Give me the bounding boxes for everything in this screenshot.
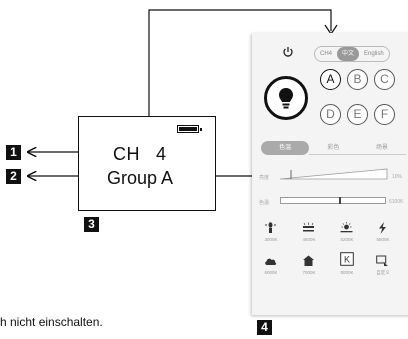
preset-label-1: 3000K [264, 237, 278, 242]
group-button-b[interactable]: B [347, 69, 368, 90]
preset-label-3: 5200K [340, 237, 354, 242]
group-button-e[interactable]: E [347, 104, 368, 125]
custom-icon[interactable] [376, 254, 389, 266]
callout-badge-1: 1 [6, 145, 21, 160]
flash-icon[interactable] [376, 221, 389, 234]
lcd-channel-value: 4 [156, 144, 167, 164]
bulb-icon [279, 88, 293, 109]
tab-color[interactable]: 彩色 [309, 141, 358, 155]
loop-arrow-line [148, 9, 332, 134]
lang-option-english[interactable]: English [364, 51, 384, 57]
cloud-icon[interactable] [264, 254, 277, 266]
tab-color-temp[interactable]: 色温 [261, 141, 310, 155]
group-button-d[interactable]: D [320, 104, 341, 125]
light-toggle-button[interactable] [264, 76, 308, 120]
shade-icon[interactable] [302, 254, 315, 266]
color-temp-slider[interactable] [280, 197, 386, 204]
footer-note: h nicht einschalten. [0, 315, 103, 329]
group-button-a[interactable]: A [320, 69, 341, 90]
lang-option-chinese[interactable]: 中文 [337, 47, 360, 61]
color-temp-value: 6100K [389, 199, 404, 205]
fluorescent-icon[interactable] [302, 221, 315, 233]
lcd-channel-label: CH [113, 144, 140, 164]
sunrise-icon[interactable] [340, 221, 353, 233]
preset-label-5: 6000K [264, 270, 278, 275]
preset-label-2: 4600K [302, 237, 316, 242]
group-button-c[interactable]: C [374, 69, 395, 90]
callout-badge-3: 3 [84, 217, 99, 232]
color-temp-label: 色温 [259, 200, 270, 206]
mode-tabs: 色温 彩色 场景 [261, 141, 406, 155]
phone-app-panel: CH4 中文 English A B C D E F 色温 彩色 场景 亮度 1… [252, 33, 408, 315]
lcd-channel: CH 4 [113, 144, 167, 165]
lcd-group: Group A [107, 168, 174, 188]
preset-label-7: 8000K [340, 270, 354, 275]
group-button-f[interactable]: F [374, 104, 395, 125]
callout-badge-4: 4 [257, 320, 272, 335]
preset-label-6: 7000K [302, 270, 316, 275]
candle-icon[interactable] [264, 221, 277, 233]
language-switch[interactable]: CH4 中文 English [314, 46, 390, 62]
battery-icon [177, 125, 202, 133]
kelvin-icon[interactable]: K [340, 252, 354, 266]
lcd-display: CH 4 Group A [78, 116, 216, 211]
preset-label-8: 自定义 [376, 270, 390, 275]
lang-option-ch[interactable]: CH4 [320, 51, 333, 57]
brightness-label: 亮度 [259, 175, 270, 181]
preset-label-4: 5500K [376, 237, 390, 242]
tab-scene[interactable]: 场景 [357, 141, 406, 155]
brightness-value: 10% [392, 174, 403, 180]
brightness-slider[interactable] [280, 168, 388, 180]
svg-text:K: K [344, 255, 350, 265]
callout-badge-2: 2 [6, 169, 21, 184]
power-icon[interactable] [282, 46, 294, 61]
